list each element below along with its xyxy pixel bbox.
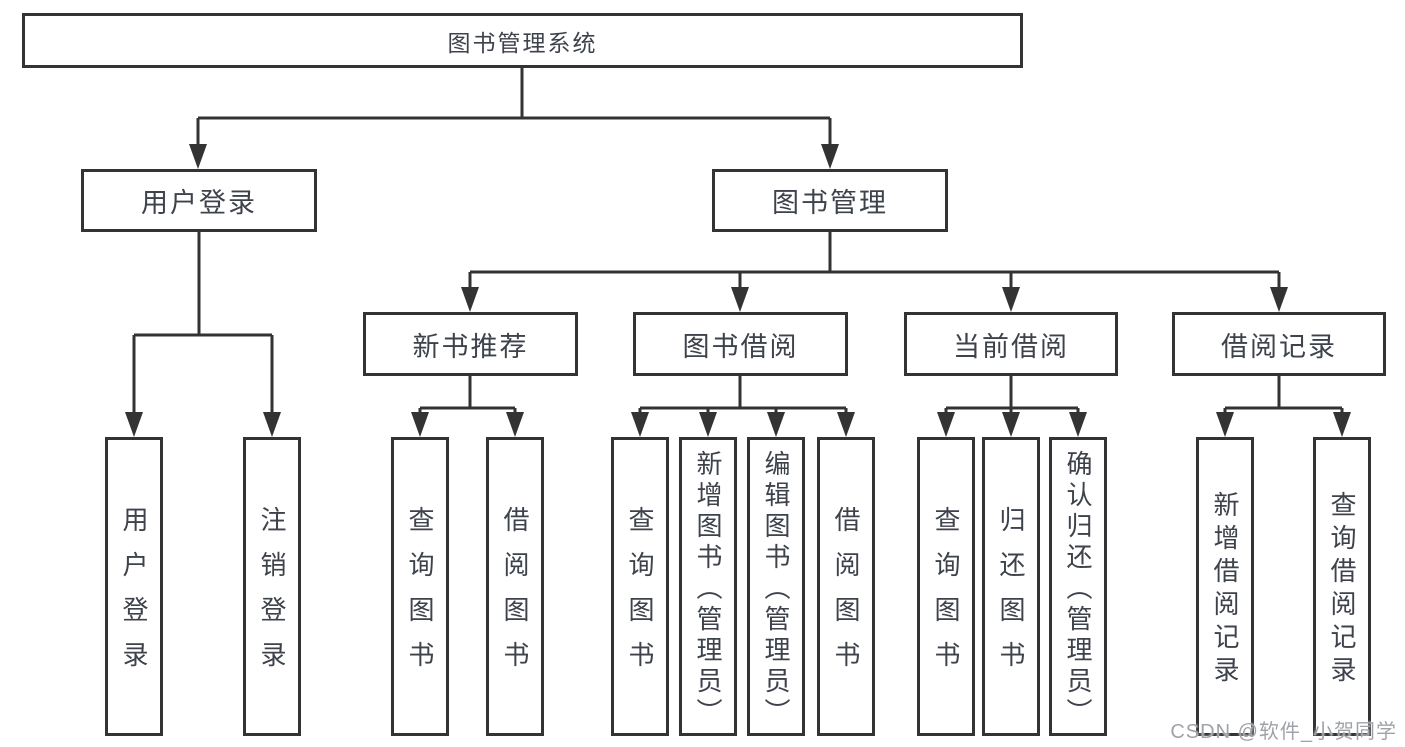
leaf-add-book-admin: 新增图书（管理员） <box>679 437 737 736</box>
leaf-confirm-return-admin-label: 确认归还（管理员） <box>1063 449 1093 729</box>
leaf-borrow-books-recommend: 借阅图书 <box>486 437 544 736</box>
node-root-label: 图书管理系统 <box>447 29 598 56</box>
node-book-management-label: 图书管理 <box>772 188 888 218</box>
connector-paths <box>132 68 1344 414</box>
leaf-borrow-books-recommend-label: 借阅图书 <box>500 506 530 686</box>
leaf-add-book-admin-label: 新增图书（管理员） <box>693 449 723 729</box>
leaf-borrow-books: 借阅图书 <box>817 437 875 736</box>
leaf-user-login: 用户登录 <box>105 437 163 736</box>
node-borrow-records-label: 借阅记录 <box>1221 331 1337 362</box>
node-book-borrow-label: 图书借阅 <box>682 331 799 362</box>
watermark: CSDN @软件_小贺同学 <box>1170 721 1397 743</box>
node-root: 图书管理系统 <box>22 13 1023 68</box>
node-new-book-recommend: 新书推荐 <box>363 312 578 376</box>
leaf-add-borrow-record-label: 新增借阅记录 <box>1210 491 1240 689</box>
leaf-edit-book-admin: 编辑图书（管理员） <box>747 437 805 736</box>
node-new-book-recommend-label: 新书推荐 <box>412 331 529 362</box>
leaf-add-borrow-record: 新增借阅记录 <box>1196 437 1254 736</box>
leaf-query-books-borrow: 查询图书 <box>611 437 669 736</box>
leaf-query-borrow-record: 查询借阅记录 <box>1313 437 1371 736</box>
leaf-logout-label: 注销登录 <box>257 506 287 686</box>
leaf-query-books-recommend: 查询图书 <box>391 437 449 736</box>
node-current-borrow: 当前借阅 <box>904 312 1118 376</box>
node-book-borrow: 图书借阅 <box>633 312 848 376</box>
node-user-login-label: 用户登录 <box>141 188 257 218</box>
arrowheads <box>125 144 1351 437</box>
leaf-borrow-books-label: 借阅图书 <box>831 506 861 686</box>
leaf-query-books-current-label: 查询图书 <box>931 506 961 686</box>
node-current-borrow-label: 当前借阅 <box>953 331 1069 362</box>
leaf-return-book-label: 归还图书 <box>996 506 1026 686</box>
node-user-login: 用户登录 <box>81 169 317 232</box>
leaf-query-books-recommend-label: 查询图书 <box>405 506 435 686</box>
leaf-logout: 注销登录 <box>243 437 301 736</box>
node-book-management: 图书管理 <box>712 169 948 232</box>
leaf-query-borrow-record-label: 查询借阅记录 <box>1327 491 1357 689</box>
leaf-user-login-label: 用户登录 <box>119 506 149 686</box>
leaf-query-books-current: 查询图书 <box>917 437 975 736</box>
leaf-edit-book-admin-label: 编辑图书（管理员） <box>761 449 791 729</box>
leaf-return-book: 归还图书 <box>982 437 1040 736</box>
leaf-confirm-return-admin: 确认归还（管理员） <box>1049 437 1107 736</box>
leaf-query-books-borrow-label: 查询图书 <box>625 506 655 686</box>
node-borrow-records: 借阅记录 <box>1172 312 1386 376</box>
